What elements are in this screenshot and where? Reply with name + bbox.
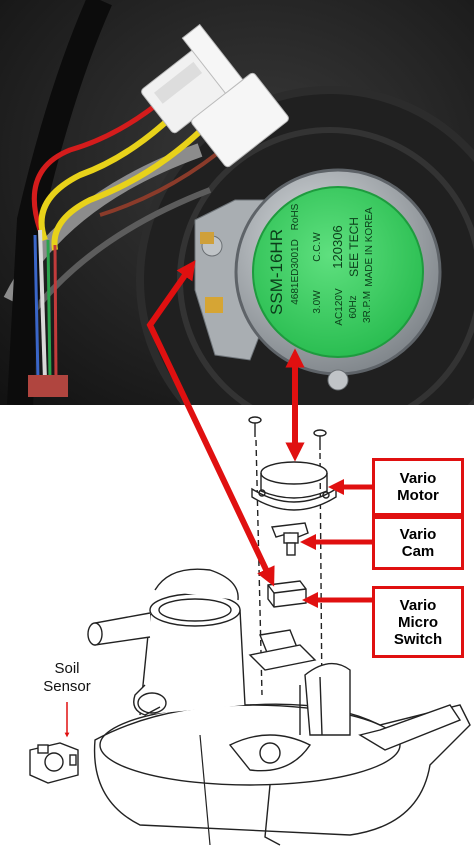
- screw-left: [248, 416, 262, 437]
- mount-screw-bottom: [327, 369, 349, 391]
- sump-assembly-drawing: [87, 568, 471, 846]
- vario-micro-switch-drawing: [267, 580, 307, 608]
- white-wire: [38, 229, 47, 381]
- vario-micro-switch-line-2: Micro: [397, 613, 438, 631]
- motor-rotation: C.C.W: [312, 232, 323, 262]
- vario-micro-switch-callout: Vario Micro Switch: [372, 586, 464, 658]
- exploded-drawing: [29, 416, 471, 846]
- guide-line-right: [319, 452, 323, 706]
- vario-motor-callout: Vario Motor: [372, 458, 464, 516]
- vario-motor-drawing: [251, 461, 337, 511]
- blue-wire: [33, 234, 40, 381]
- vario-motor-line-1: Vario: [399, 470, 437, 487]
- vario-micro-switch-line-1: Vario: [399, 596, 437, 614]
- vario-cam-callout: Vario Cam: [372, 516, 464, 570]
- motor-label-text: SSM-16HR 4681ED3001D 3.0W C.C.W RoHS AC1…: [267, 203, 375, 325]
- terminal-lower: [205, 297, 223, 313]
- soil-sensor-line-2: Sensor: [43, 678, 91, 695]
- vario-micro-switch-line-3: Switch: [393, 630, 443, 648]
- vario-motor-line-2: Motor: [397, 487, 439, 504]
- vario-cam-line-1: Vario: [399, 526, 437, 543]
- green-wire: [46, 239, 52, 381]
- red-thin-wire: [53, 244, 58, 381]
- vario-cam-line-2: Cam: [401, 543, 435, 560]
- motor-maker: SEE TECH: [347, 217, 361, 277]
- motor-power: 3.0W: [312, 290, 323, 314]
- motor-model: SSM-16HR: [267, 229, 286, 315]
- soil-sensor-drawing: [29, 742, 79, 784]
- motor-photo: SSM-16HR 4681ED3001D 3.0W C.C.W RoHS AC1…: [0, 0, 474, 405]
- vario-cam-drawing: [271, 522, 309, 556]
- terminal-upper: [200, 232, 214, 244]
- screw-right: [313, 429, 327, 450]
- motor-frequency: 60Hz: [348, 295, 359, 318]
- motor-origin: MADE IN KOREA: [364, 207, 375, 287]
- motor-date-code: 120306: [330, 225, 345, 268]
- soil-sensor-label: Soil Sensor: [30, 660, 104, 696]
- soil-sensor-line-1: Soil: [54, 660, 80, 677]
- motor-speed: 3R.P.M: [362, 291, 373, 323]
- motor-part-number: 4681ED3001D: [290, 239, 301, 305]
- motor-voltage: AC120V: [334, 288, 345, 326]
- wire-connector-bottom: [28, 375, 68, 397]
- motor-cert: RoHS: [290, 203, 301, 230]
- white-connector-right: [181, 23, 289, 168]
